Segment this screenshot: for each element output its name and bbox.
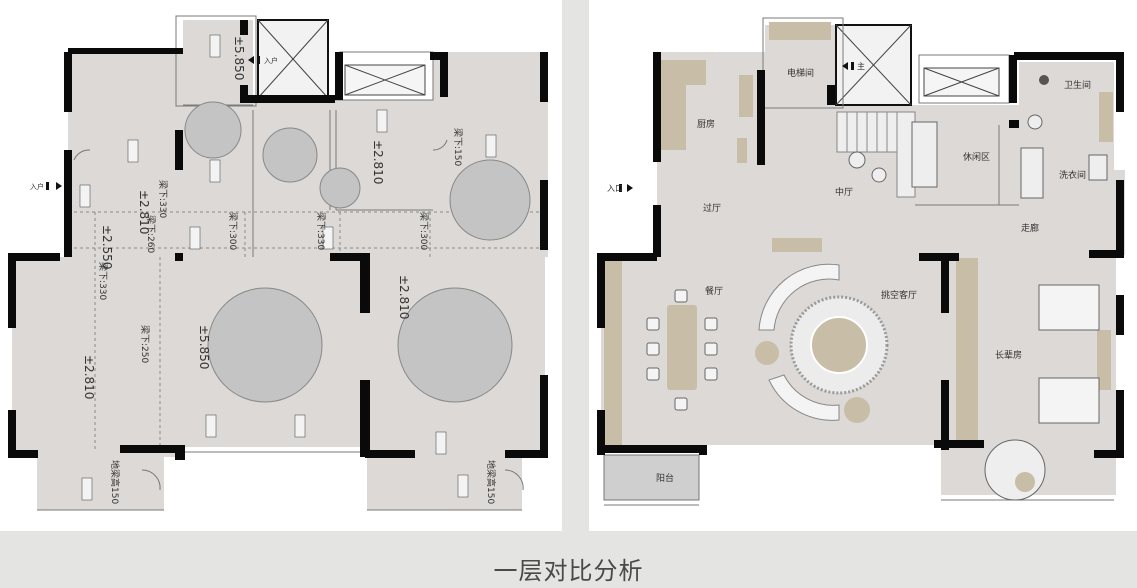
curtain-label: 地梁高150: [485, 460, 497, 504]
ceiling-height-label: ±2.810: [397, 275, 411, 319]
room-label-corridor: 过厅: [703, 202, 721, 214]
entry-mark: 入口: [607, 184, 623, 193]
room-label-bathroom: 卫生间: [1064, 79, 1091, 91]
entry-mark: 入户: [30, 182, 44, 191]
beam-label: 梁下:330: [157, 180, 169, 218]
page-caption: 一层对比分析: [493, 557, 644, 585]
beam-label: 梁下:330: [315, 212, 327, 250]
beam-label: 梁下:330: [97, 262, 109, 300]
room-label-kitchen: 厨房: [697, 118, 715, 130]
beam-label: 梁下:250: [139, 325, 151, 363]
beam-label: 梁下:150: [452, 128, 464, 166]
floorplan-original-drawing: ±5.850 ±2.810 ±2.810 ±2.550 ±5.850 ±2.81…: [8, 15, 548, 511]
room-label-hall: 中厅: [835, 186, 853, 198]
ceiling-height-label: ±2.810: [137, 190, 151, 234]
room-label-lounge: 休闲区: [963, 151, 990, 163]
ceiling-height-label: ±5.850: [197, 325, 211, 369]
entry-mark: 入户: [264, 56, 278, 65]
ceiling-height-label: ±2.810: [82, 355, 96, 399]
floorplan-redesign-drawing: 厨房 电梯间 卫生间 休闲区 洗衣间 中厅 过厅 走廊 餐厅 挑空客厅 长辈房 …: [597, 17, 1125, 506]
floorplan-original: ±5.850 ±2.810 ±2.810 ±2.550 ±5.850 ±2.81…: [0, 0, 562, 531]
ceiling-height-label: ±2.810: [371, 140, 385, 184]
room-label-aisle: 走廊: [1021, 222, 1039, 234]
room-label-laundry: 洗衣间: [1059, 169, 1086, 181]
ceiling-height-label: ±5.850: [232, 36, 246, 80]
room-label-balcony: 阳台: [656, 472, 674, 484]
beam-label: 梁下:300: [227, 212, 239, 250]
ceiling-height-label: ±2.550: [100, 225, 114, 269]
room-label-dining: 餐厅: [705, 285, 723, 297]
room-label-double-height: 挑空客厅: [881, 289, 917, 301]
beam-label: 梁下:260: [145, 215, 157, 253]
entry-mark: 主: [857, 61, 865, 71]
floorplan-redesign: 厨房 电梯间 卫生间 休闲区 洗衣间 中厅 过厅 走廊 餐厅 挑空客厅 长辈房 …: [589, 0, 1137, 531]
curtain-label: 地梁高150: [109, 460, 121, 504]
room-label-elder-room: 长辈房: [995, 349, 1022, 361]
beam-label: 梁下:300: [418, 212, 430, 250]
room-label-elevator: 电梯间: [787, 67, 814, 79]
